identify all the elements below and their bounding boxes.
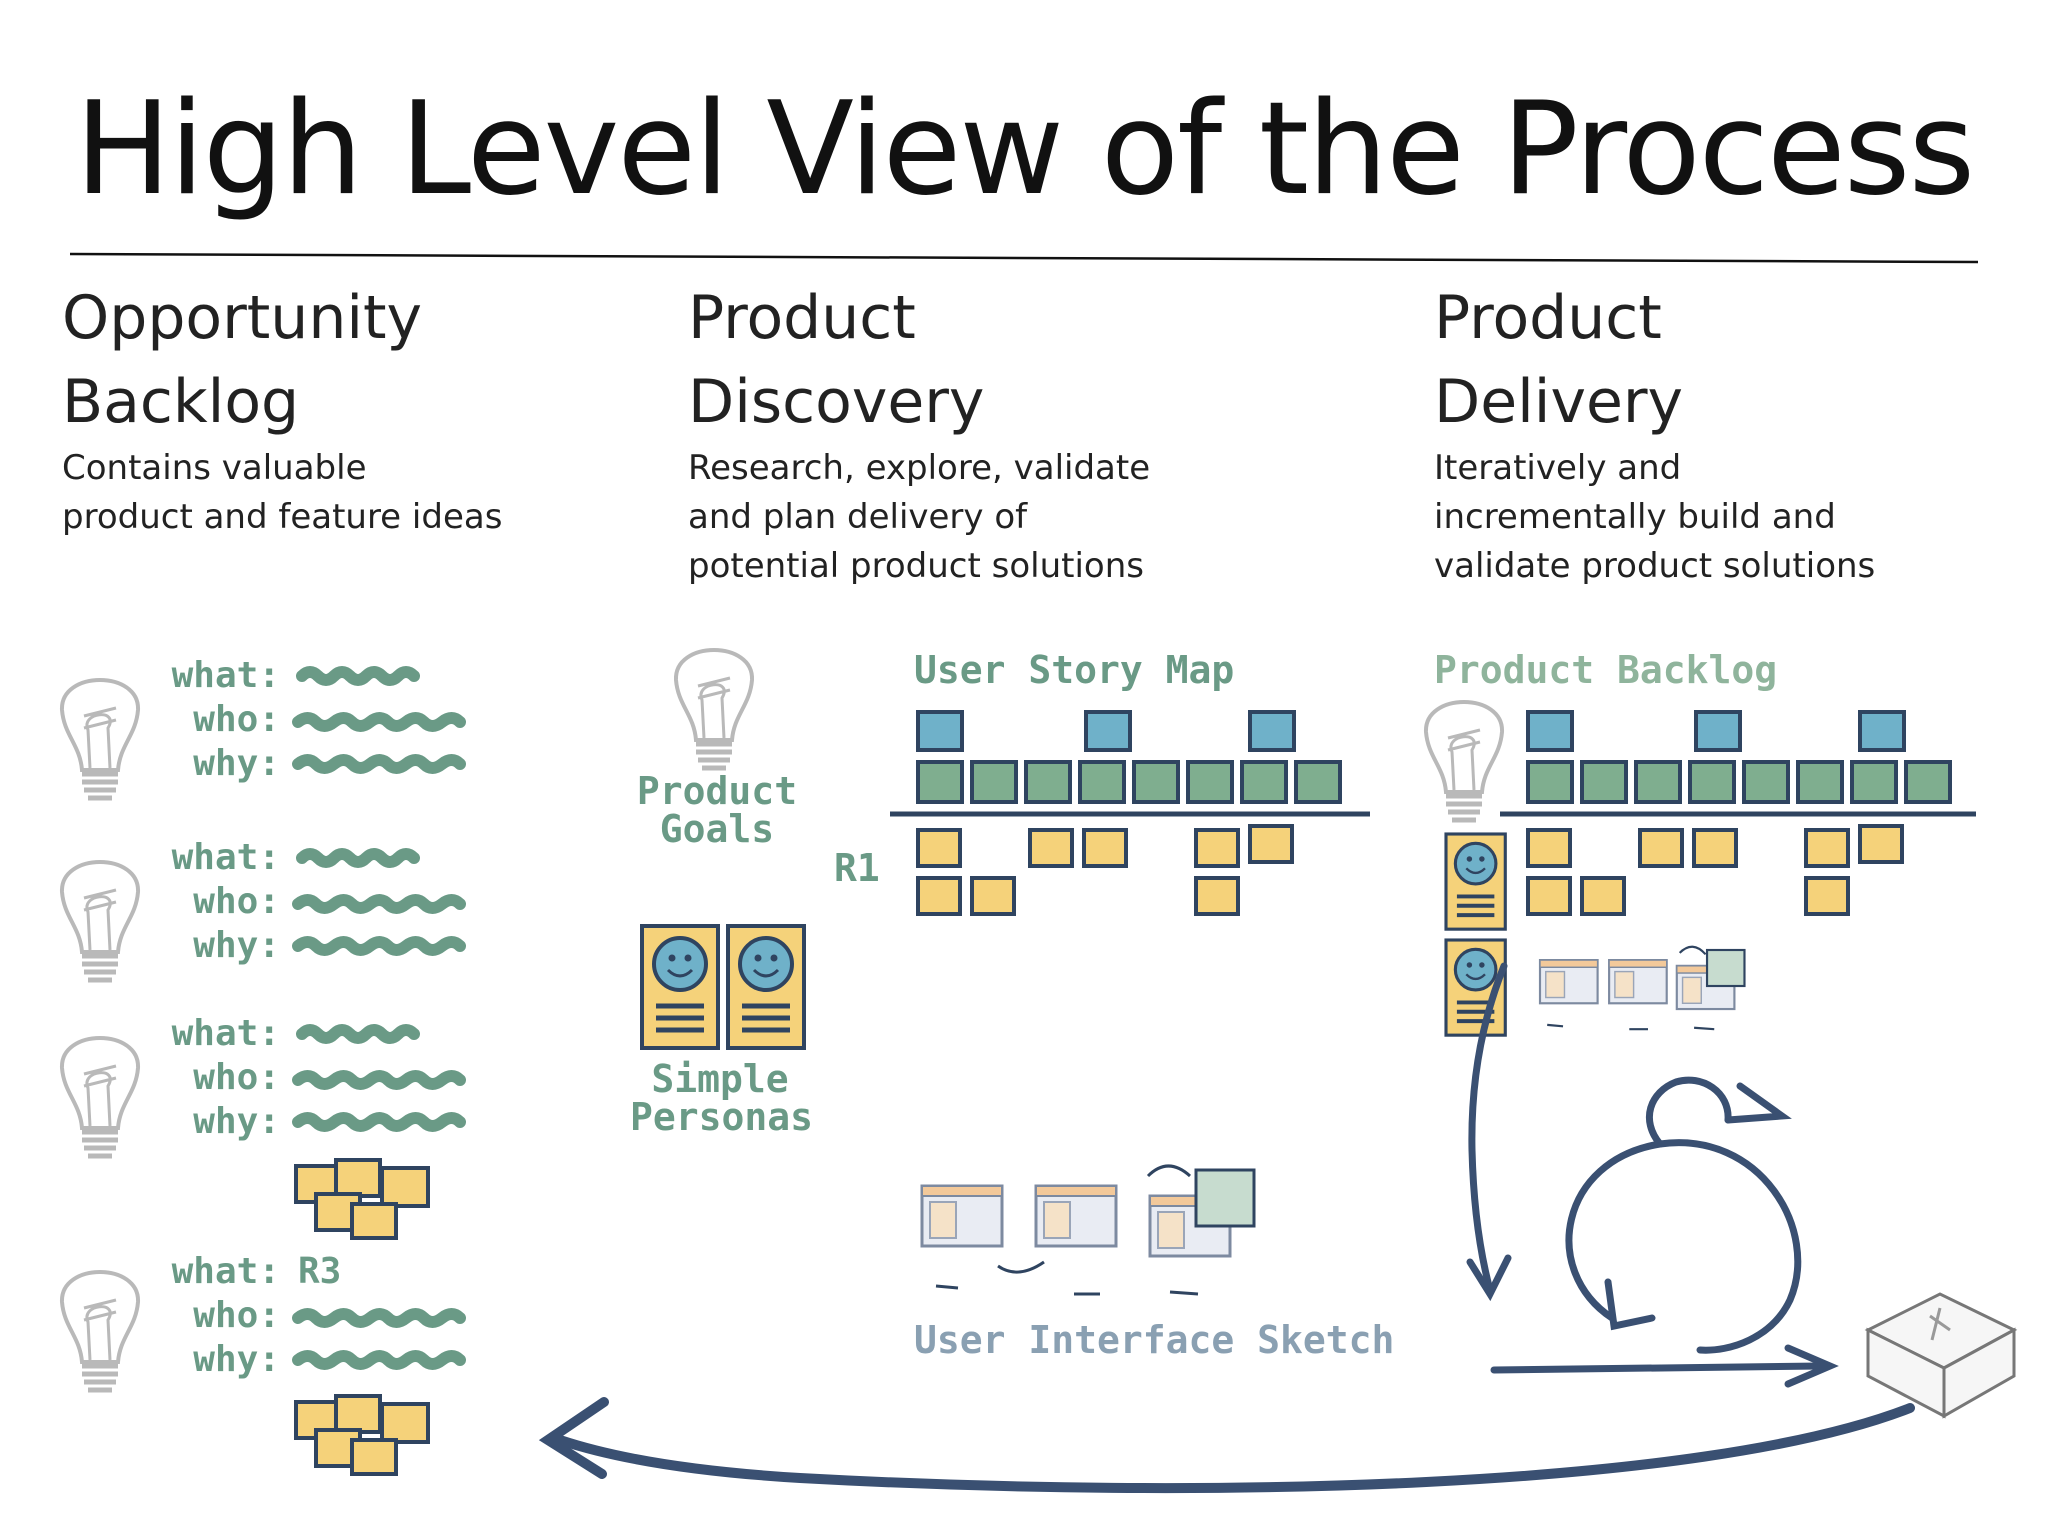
column-heading: Delivery bbox=[1434, 367, 1684, 437]
product-goals-line: Product bbox=[636, 769, 798, 813]
what-value: R3 bbox=[298, 1251, 342, 1292]
column-description: and plan delivery of bbox=[688, 497, 1028, 537]
delivery-ui-sketch bbox=[1538, 945, 1746, 1031]
user-story-map bbox=[890, 710, 1370, 916]
cycle-arrow-icon bbox=[1466, 962, 1839, 1388]
why-label: why: bbox=[193, 1101, 280, 1142]
lightbulb-icon bbox=[676, 650, 752, 768]
column-heading: Product bbox=[1434, 283, 1662, 353]
column-description: incrementally build and bbox=[1434, 497, 1836, 537]
story-card-cluster bbox=[294, 1394, 430, 1476]
ui-sketch-label: User Interface Sketch bbox=[914, 1318, 1395, 1362]
who-label: who: bbox=[193, 881, 280, 922]
why-label: why: bbox=[193, 1339, 280, 1380]
product-goals-label: Product Goals bbox=[632, 772, 802, 848]
column-opportunity-backlog: Opportunity Backlog Contains valuable pr… bbox=[62, 276, 502, 542]
story-card-cluster bbox=[294, 1158, 430, 1240]
why-label: why: bbox=[193, 743, 280, 784]
persona-card-icon bbox=[642, 926, 718, 1048]
user-story-map-label: User Story Map bbox=[914, 648, 1235, 692]
what-label: what: bbox=[171, 837, 280, 878]
what-label: what: bbox=[171, 1251, 280, 1292]
user-interface-sketch bbox=[920, 1164, 1256, 1296]
column-heading: Product bbox=[688, 283, 916, 353]
column-description: product and feature ideas bbox=[62, 497, 503, 537]
lightbulb-icon bbox=[62, 862, 138, 980]
column-heading: Backlog bbox=[62, 367, 300, 437]
slide-title: High Level View of the Process bbox=[74, 75, 1975, 224]
column-description: validate product solutions bbox=[1434, 546, 1876, 586]
product-backlog-map bbox=[1500, 710, 1976, 916]
who-label: who: bbox=[193, 1295, 280, 1336]
lightbulb-icon bbox=[62, 680, 138, 798]
simple-personas-line: Simple bbox=[651, 1057, 789, 1101]
column-description: potential product solutions bbox=[688, 546, 1144, 586]
who-label: who: bbox=[193, 699, 280, 740]
persona-card-icon bbox=[728, 926, 804, 1048]
simple-personas-line: Personas bbox=[630, 1095, 814, 1139]
column-description: Iteratively and bbox=[1434, 448, 1682, 488]
column-heading: Opportunity bbox=[62, 283, 423, 353]
column-heading: Discovery bbox=[688, 367, 985, 437]
lightbulb-icon bbox=[62, 1272, 138, 1390]
what-label: what: bbox=[171, 1013, 280, 1054]
ship-box-icon bbox=[1864, 1292, 2018, 1419]
title-divider bbox=[70, 252, 1979, 264]
release-label: R1 bbox=[834, 846, 880, 890]
return-arrow-icon bbox=[538, 1397, 1915, 1494]
product-goals-line: Goals bbox=[659, 807, 775, 851]
persona-card-icon bbox=[1444, 832, 1508, 932]
lightbulb-icon bbox=[1426, 702, 1502, 820]
simple-personas-label: Simple Personas bbox=[630, 1057, 814, 1139]
who-label: who: bbox=[193, 1057, 280, 1098]
column-product-delivery: Product Delivery Iteratively and increme… bbox=[1434, 276, 1875, 591]
column-product-discovery: Product Discovery Research, explore, val… bbox=[688, 276, 1150, 591]
why-label: why: bbox=[193, 925, 280, 966]
what-label: what: bbox=[171, 655, 280, 696]
column-description: Research, explore, validate bbox=[688, 448, 1151, 488]
column-description: Contains valuable bbox=[62, 448, 367, 488]
lightbulb-icon bbox=[62, 1038, 138, 1156]
product-backlog-label: Product Backlog bbox=[1434, 648, 1778, 692]
